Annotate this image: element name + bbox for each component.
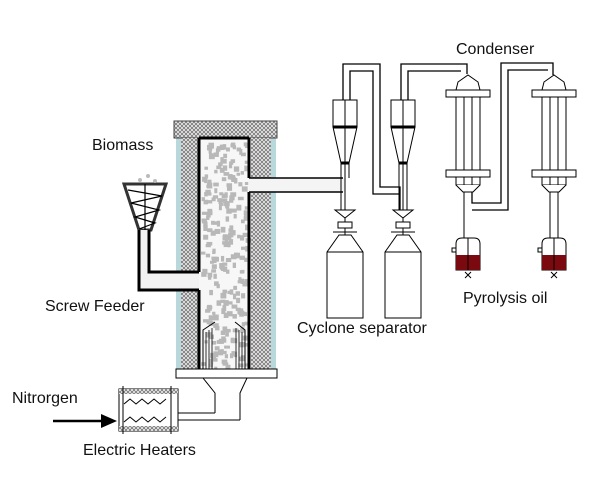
gas-inlet bbox=[202, 377, 248, 420]
pipe-condenser1-to-condenser2 bbox=[471, 62, 554, 211]
outer-wall-left bbox=[176, 138, 181, 370]
label-cyclone-separator: Cyclone separator bbox=[297, 320, 428, 337]
label-pyrolysis-oil: Pyrolysis oil bbox=[463, 290, 547, 307]
condenser-1 bbox=[445, 74, 491, 279]
insulation-left bbox=[181, 138, 198, 370]
oil-flask bbox=[537, 237, 567, 279]
label-condenser: Condenser bbox=[456, 41, 535, 58]
outer-wall-right bbox=[271, 138, 276, 370]
condenser-flange bbox=[531, 89, 577, 98]
label-biomass: Biomass bbox=[92, 137, 153, 154]
base-plate bbox=[175, 368, 278, 379]
cyclone-separators bbox=[326, 99, 422, 319]
insulation-right bbox=[251, 138, 271, 370]
biomass-particles bbox=[201, 142, 333, 371]
reactor bbox=[173, 120, 333, 420]
condensers bbox=[445, 74, 577, 279]
pipe-cyclone2-to-condenser1 bbox=[400, 63, 468, 100]
condenser-flange bbox=[531, 169, 577, 178]
electric-heater bbox=[118, 386, 240, 434]
label-electric-heaters: Electric Heaters bbox=[83, 442, 196, 459]
feeder-pipe bbox=[137, 230, 199, 292]
heating-coil bbox=[123, 398, 167, 423]
nitrogen-arrow bbox=[53, 414, 117, 428]
reactor-outlet-pipe bbox=[249, 177, 343, 193]
cyclone-2 bbox=[384, 99, 422, 319]
screw-feeder bbox=[121, 174, 199, 292]
condenser-flange bbox=[445, 89, 491, 98]
condenser-flange bbox=[445, 169, 491, 178]
cyclone-1 bbox=[326, 99, 364, 319]
reactor-inner-wall bbox=[197, 138, 251, 370]
oil-flask bbox=[451, 237, 481, 279]
label-nitrogen: Nitrorgen bbox=[12, 390, 78, 407]
condenser-2 bbox=[531, 74, 577, 279]
label-screw-feeder: Screw Feeder bbox=[45, 298, 145, 315]
reactor-top-cap bbox=[173, 120, 278, 139]
distributor bbox=[202, 321, 246, 370]
pipe-cyclone1-to-cyclone2 bbox=[342, 63, 401, 210]
heater-outlet-pipe bbox=[178, 412, 240, 421]
